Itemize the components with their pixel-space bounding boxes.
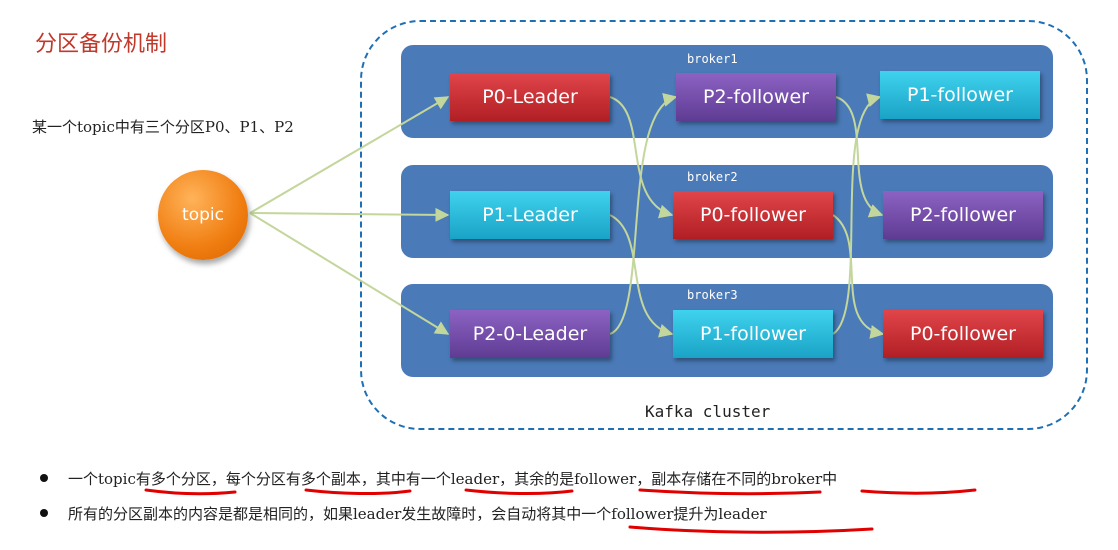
cluster-label: Kafka cluster [645,402,771,421]
broker3-p0-follower: P0-follower [883,310,1043,358]
kafka-cluster-boundary [360,20,1088,430]
broker2-p0-follower: P0-follower [673,191,833,239]
arrow-topic-to-p0-leader [249,96,450,214]
bullet-text-1: 一个topic有多个分区，每个分区有多个副本，其中有一个leader，其余的是f… [68,470,838,488]
bullet-dot [40,509,48,517]
bullet-item-1: 一个topic有多个分区，每个分区有多个副本，其中有一个leader，其余的是f… [40,468,837,489]
link-p1-leader-to-broker3-follower [609,214,674,338]
broker-3-label: broker3 [687,288,738,302]
bullet-item-2: 所有的分区副本的内容是都是相同的，如果leader发生故障时，会自动将其中一个f… [40,503,767,524]
bullet-dot [40,474,48,482]
link-p2-leader-to-broker1-follower [609,93,678,335]
link-p2-follower-to-broker2-follower [835,96,884,218]
broker1-p1-follower: P1-follower [880,71,1040,119]
link-p1-follower-to-broker1-follower [832,93,882,335]
broker1-p2-follower: P2-follower [676,73,836,121]
topic-description: 某一个topic中有三个分区P0、P1、P2 [32,118,294,136]
topic-node: topic [158,170,248,260]
broker-2-label: broker2 [687,170,738,184]
broker-1-label: broker1 [687,52,738,66]
broker3-p1-follower: P1-follower [673,310,833,358]
broker3-p2-leader: P2-0-Leader [450,310,610,358]
bullet-text-2: 所有的分区副本的内容是都是相同的，如果leader发生故障时，会自动将其中一个f… [68,505,767,523]
broker2-p1-leader: P1-Leader [450,191,610,239]
link-p0-leader-to-broker2-follower [609,96,674,219]
link-p0-follower-to-broker3-follower [832,214,885,339]
arrow-topic-to-p1-leader [249,207,450,222]
broker2-p2-follower: P2-follower [883,191,1043,239]
broker1-p0-leader: P0-Leader [450,73,610,121]
page-title: 分区备份机制 [35,32,168,57]
arrow-topic-to-p2-leader [249,212,450,335]
